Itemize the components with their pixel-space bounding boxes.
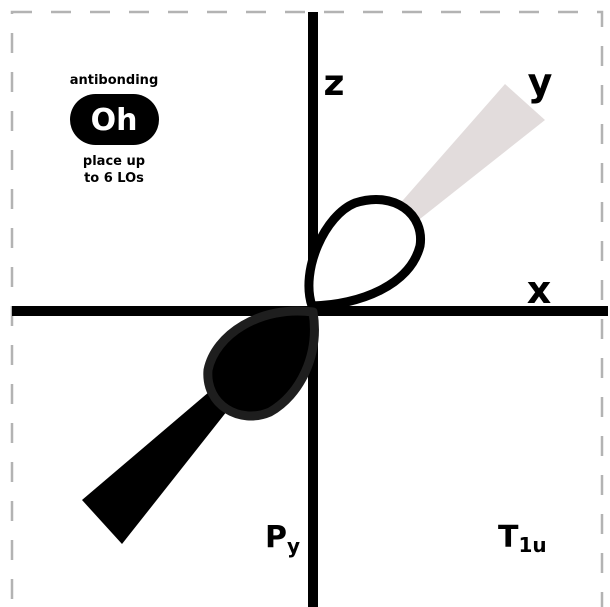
- badge-bottom-line-2: to 6 LOs: [84, 171, 144, 186]
- oh-badge: antibonding Oh place up to 6 LOs: [70, 73, 159, 186]
- z-axis-label: z: [324, 63, 345, 104]
- badge-bottom-line-1: place up: [83, 154, 145, 169]
- negative-lobe: [208, 311, 315, 416]
- y-axis-label: y: [528, 60, 553, 104]
- x-axis-label: x: [527, 268, 552, 312]
- positive-lobe: [309, 199, 421, 306]
- orbital-name-main: P: [265, 520, 287, 555]
- orbital-name: Py: [265, 520, 300, 558]
- orbital-name-subscript: y: [287, 534, 300, 558]
- symmetry-label: T1u: [498, 520, 547, 557]
- badge-top-text: antibonding: [70, 73, 159, 88]
- badge-symbol: Oh: [91, 103, 138, 138]
- symmetry-label-main: T: [498, 520, 519, 555]
- symmetry-label-subscript: 1u: [518, 533, 546, 557]
